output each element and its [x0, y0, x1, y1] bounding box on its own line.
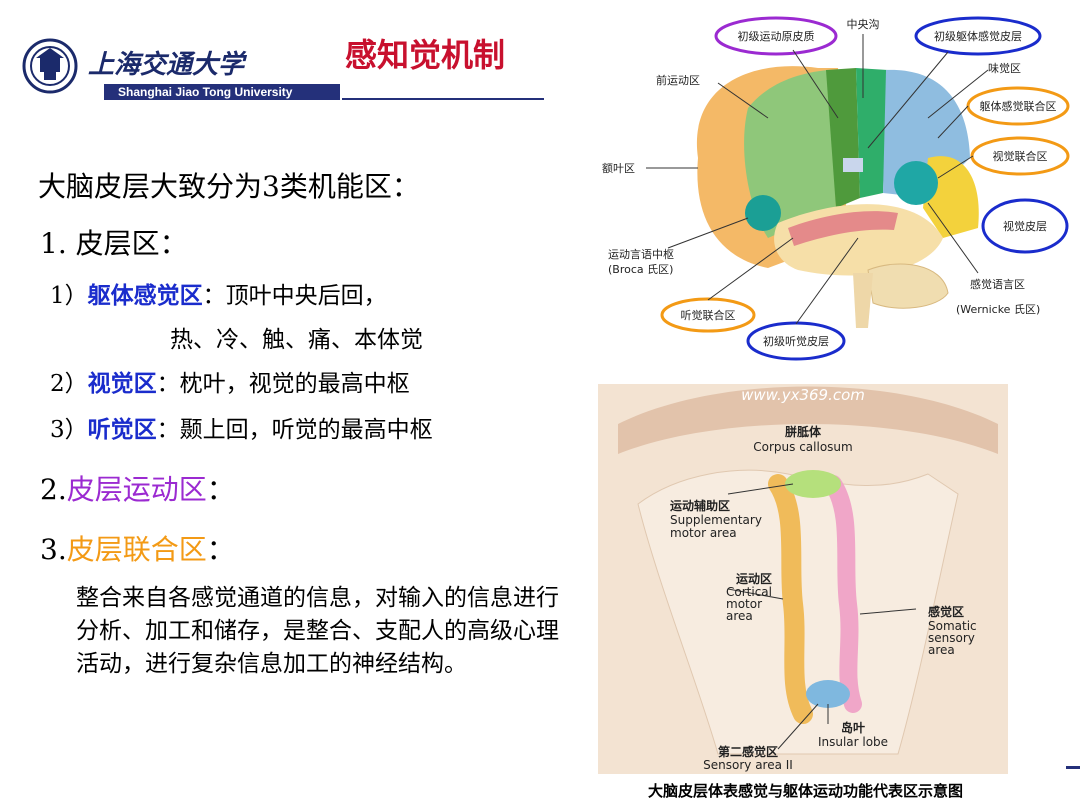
auditory-band	[788, 211, 898, 246]
item-term: 听觉区	[87, 416, 157, 443]
label-frontal: 额叶区	[602, 162, 635, 175]
sma-figure	[785, 470, 841, 498]
broca-area	[745, 195, 781, 231]
cerebellum	[867, 263, 949, 309]
circle-orange-2	[970, 136, 1070, 176]
gustatory-area	[843, 158, 863, 172]
university-name-en: Shanghai Jiao Tong University	[118, 85, 293, 99]
label-primary-somatosensory: 初级躯体感觉皮层	[934, 29, 1022, 43]
wernicke-area	[894, 161, 938, 205]
label-sma-cn: 运动辅助区	[670, 498, 730, 513]
label-broca-2: (Broca 氏区)	[608, 263, 673, 276]
diagram-caption: 大脑皮层体表感觉与躯体运动功能代表区示意图	[648, 783, 964, 800]
list-item-visual: 2）视觉区：枕叶，视觉的最高中枢	[50, 364, 410, 398]
label-sensory-en1: Somatic	[928, 619, 977, 633]
label-primary-auditory: 初级听觉皮层	[763, 334, 829, 348]
association-description: 整合来自各感觉通道的信息，对输入的信息进行分析、加工和储存，是整合、支配人的高级…	[76, 585, 559, 677]
section-term: 皮层运动区	[66, 473, 207, 506]
watermark: www.yx369.com	[741, 386, 865, 404]
label-corpus-en: Corpus callosum	[753, 440, 852, 454]
insula-figure	[806, 680, 850, 708]
brainstem	[853, 273, 873, 328]
brain-lateral-diagram: 初级运动原皮质 中央沟 初级躯体感觉皮层 前运动区 味觉区 躯体感觉联合区 视觉…	[598, 8, 1076, 368]
label-sma-en2: motor area	[670, 526, 737, 540]
label-gustatory: 味觉区	[988, 62, 1021, 75]
label-somatosensory-assoc: 躯体感觉联合区	[980, 99, 1057, 113]
somatosensory-strip	[856, 68, 888, 198]
university-name-cn: 上海交通大学	[88, 50, 245, 80]
item-number: 1）	[50, 283, 88, 309]
label-broca-1: 运动言语中枢	[608, 247, 674, 261]
label-sensory-cn: 感觉区	[928, 604, 964, 619]
label-motor-en1: Cortical	[726, 585, 772, 599]
label-sensory-en3: area	[928, 643, 955, 657]
circle-blue-bottom	[746, 321, 846, 361]
university-seal-logo	[22, 38, 78, 94]
label-visual-assoc: 视觉联合区	[993, 149, 1048, 163]
label-primary-motor: 初级运动原皮质	[738, 29, 815, 43]
somatosensory-motor-diagram: www.yx369.com 胼胝体 Corpus callosum 运动辅助区 …	[598, 384, 1008, 774]
slide-title: 感知觉机制	[345, 36, 506, 74]
motor-strip	[826, 68, 860, 208]
label-central-sulcus: 中央沟	[847, 18, 880, 31]
corpus-callosum	[618, 386, 998, 454]
label-wernicke-2: (Wernicke 氏区)	[956, 303, 1040, 316]
label-insula-en: Insular lobe	[818, 735, 888, 749]
label-auditory-assoc: 听觉联合区	[681, 308, 736, 322]
intro-heading: 大脑皮层大致分为3类机能区：	[38, 170, 420, 203]
label-motor-cn: 运动区	[736, 572, 772, 586]
circle-purple	[714, 16, 838, 56]
sensory-homunculus	[824, 475, 862, 713]
motor-homunculus	[768, 474, 813, 724]
circle-blue-top	[914, 16, 1042, 56]
item-text: ：顶叶中央后回，	[202, 283, 387, 309]
list-item-somatosensory-line2: 热、冷、触、痛、本体觉	[170, 327, 423, 353]
label-corpus-cn: 胼胝体	[785, 424, 822, 439]
section-number: 2.	[40, 473, 67, 506]
item-term: 躯体感觉区	[87, 282, 203, 309]
label-motor-en2: motor	[726, 597, 762, 611]
item-text: ：枕叶，视觉的最高中枢	[156, 371, 410, 397]
item-number: 3）	[50, 417, 88, 443]
university-banner	[104, 84, 340, 100]
circle-blue-right	[981, 198, 1069, 254]
circle-orange-3	[660, 297, 756, 333]
label-sensory-en2: sensory	[928, 631, 975, 645]
label-s2-en: Sensory area II	[703, 758, 793, 772]
header-divider	[342, 98, 544, 100]
label-motor-en3: area	[726, 609, 753, 623]
label-s2-cn: 第二感觉区	[718, 744, 778, 759]
section-term: 皮层联合区	[66, 533, 207, 566]
section-2-heading: 2.皮层运动区：	[40, 468, 235, 508]
item-text: ：颞上回，听觉的最高中枢	[156, 417, 433, 443]
list-item-somatosensory: 1）躯体感觉区：顶叶中央后回，	[50, 276, 387, 310]
label-insula-cn: 岛叶	[841, 720, 865, 735]
item-term: 视觉区	[87, 370, 157, 397]
section-colon: ：	[206, 533, 235, 566]
section-3-heading: 3.皮层联合区：	[40, 528, 235, 568]
slide-edge-mark	[1066, 766, 1080, 769]
section-colon: ：	[206, 473, 235, 506]
label-wernicke-1: 感觉语言区	[970, 278, 1025, 291]
label-visual-cortex: 视觉皮层	[1003, 219, 1047, 233]
list-item-auditory: 3）听觉区：颞上回，听觉的最高中枢	[50, 410, 433, 444]
section-number: 3.	[40, 533, 67, 566]
label-sma-en1: Supplementary	[670, 513, 762, 527]
item-number: 2）	[50, 371, 88, 397]
section-1-heading: 1. 皮层区：	[40, 227, 188, 260]
label-premotor: 前运动区	[656, 73, 700, 87]
